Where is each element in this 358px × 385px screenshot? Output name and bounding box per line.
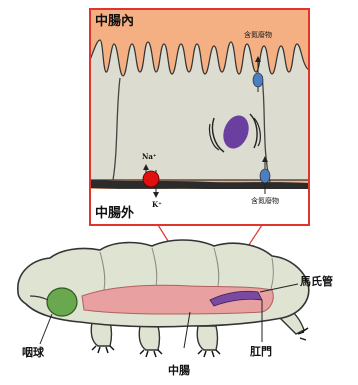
midgut-inset [90, 9, 309, 225]
potassium-ion-label: K⁺ [152, 201, 162, 208]
nutrient-label-bottom: 含氮廢物 [251, 198, 279, 205]
pharynx [47, 288, 77, 316]
lumen-label: 中腸內 [95, 15, 134, 28]
anus-label: 肛門 [250, 346, 272, 357]
pharynx-label: 咽球 [22, 347, 44, 358]
nutrient-label-top: 含氮廢物 [244, 32, 272, 39]
malpighian-tubule-label: 馬氏管 [300, 276, 333, 287]
sodium-ion-label: Na⁺ [142, 153, 157, 160]
midgut-label: 中腸 [168, 365, 190, 376]
hemocoel-label: 中腸外 [95, 207, 134, 220]
tardigrade-body [18, 240, 309, 357]
